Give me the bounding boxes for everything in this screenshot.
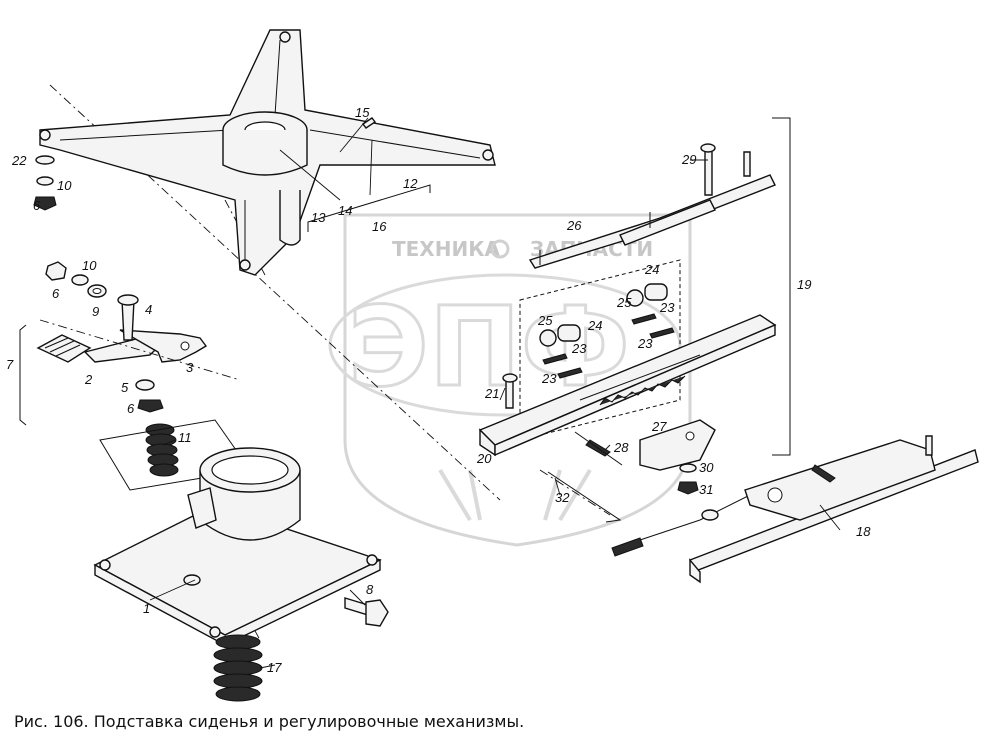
callout-12: 12	[403, 176, 418, 191]
callout-6-top: 6	[33, 198, 41, 213]
callout-labels: 1 2 3 4 5 6 6 6 7 8 9 10 10 11 12 13 14 …	[6, 105, 871, 675]
fastener-stack-left	[33, 155, 57, 211]
callout-3: 3	[186, 360, 194, 375]
coil-spring-large	[213, 634, 263, 702]
callout-25-b: 25	[616, 295, 632, 310]
callout-15: 15	[355, 105, 370, 120]
callout-13: 13	[311, 210, 326, 225]
fastener-stack-pedal	[45, 261, 107, 298]
callout-24-b: 24	[644, 262, 659, 277]
lock-plate	[574, 419, 716, 495]
coil-spring-small	[99, 419, 251, 491]
callout-1: 1	[143, 601, 150, 616]
spider-bracket	[39, 29, 496, 276]
callout-20: 20	[476, 451, 492, 466]
callout-18: 18	[856, 524, 871, 539]
callout-10-top: 10	[57, 178, 72, 193]
callout-7: 7	[6, 357, 14, 372]
callout-25-a: 25	[537, 313, 553, 328]
callout-23-d: 23	[637, 336, 653, 351]
callout-22: 22	[11, 153, 27, 168]
callout-23-c: 23	[659, 300, 675, 315]
callout-2: 2	[84, 372, 93, 387]
callout-26: 26	[566, 218, 582, 233]
callout-32: 32	[555, 490, 570, 505]
callout-8: 8	[366, 582, 374, 597]
spring-pin	[361, 117, 377, 129]
rollers-and-pads	[519, 259, 681, 441]
callout-11: 11	[178, 430, 192, 445]
callout-24-a: 24	[587, 318, 602, 333]
callout-16: 16	[372, 219, 387, 234]
bracket-19	[772, 117, 791, 456]
release-rod-cable	[547, 471, 761, 557]
callout-31: 31	[699, 482, 713, 497]
pedal-lever-assembly	[19, 294, 241, 426]
callout-4: 4	[145, 302, 152, 317]
callout-27: 27	[651, 419, 667, 434]
base-plate	[93, 447, 382, 646]
callout-17: 17	[267, 660, 282, 675]
callout-5: 5	[121, 380, 129, 395]
callout-6-mid: 6	[52, 286, 60, 301]
callout-29: 29	[681, 152, 696, 167]
figure-caption: Рис. 106. Подставка сиденья и регулирово…	[14, 712, 525, 731]
callout-14: 14	[338, 203, 352, 218]
callout-21: 21	[484, 386, 499, 401]
gear-icon	[490, 239, 510, 259]
callout-6-pedal: 6	[127, 401, 135, 416]
callout-10-mid: 10	[82, 258, 97, 273]
hex-bolt	[344, 597, 389, 627]
bracket-13	[307, 184, 431, 232]
slide-rail-rack	[478, 314, 777, 457]
leader-lines	[149, 117, 841, 669]
callout-19: 19	[797, 277, 811, 292]
callout-30: 30	[699, 460, 714, 475]
callout-23-a: 23	[571, 341, 587, 356]
bolt-21	[502, 373, 518, 409]
callout-23-b: 23	[541, 371, 557, 386]
watermark-text-tekhnika: ТЕХНИКА	[392, 237, 501, 261]
callout-9: 9	[92, 304, 99, 319]
lower-rail	[689, 435, 979, 584]
callout-28: 28	[613, 440, 629, 455]
